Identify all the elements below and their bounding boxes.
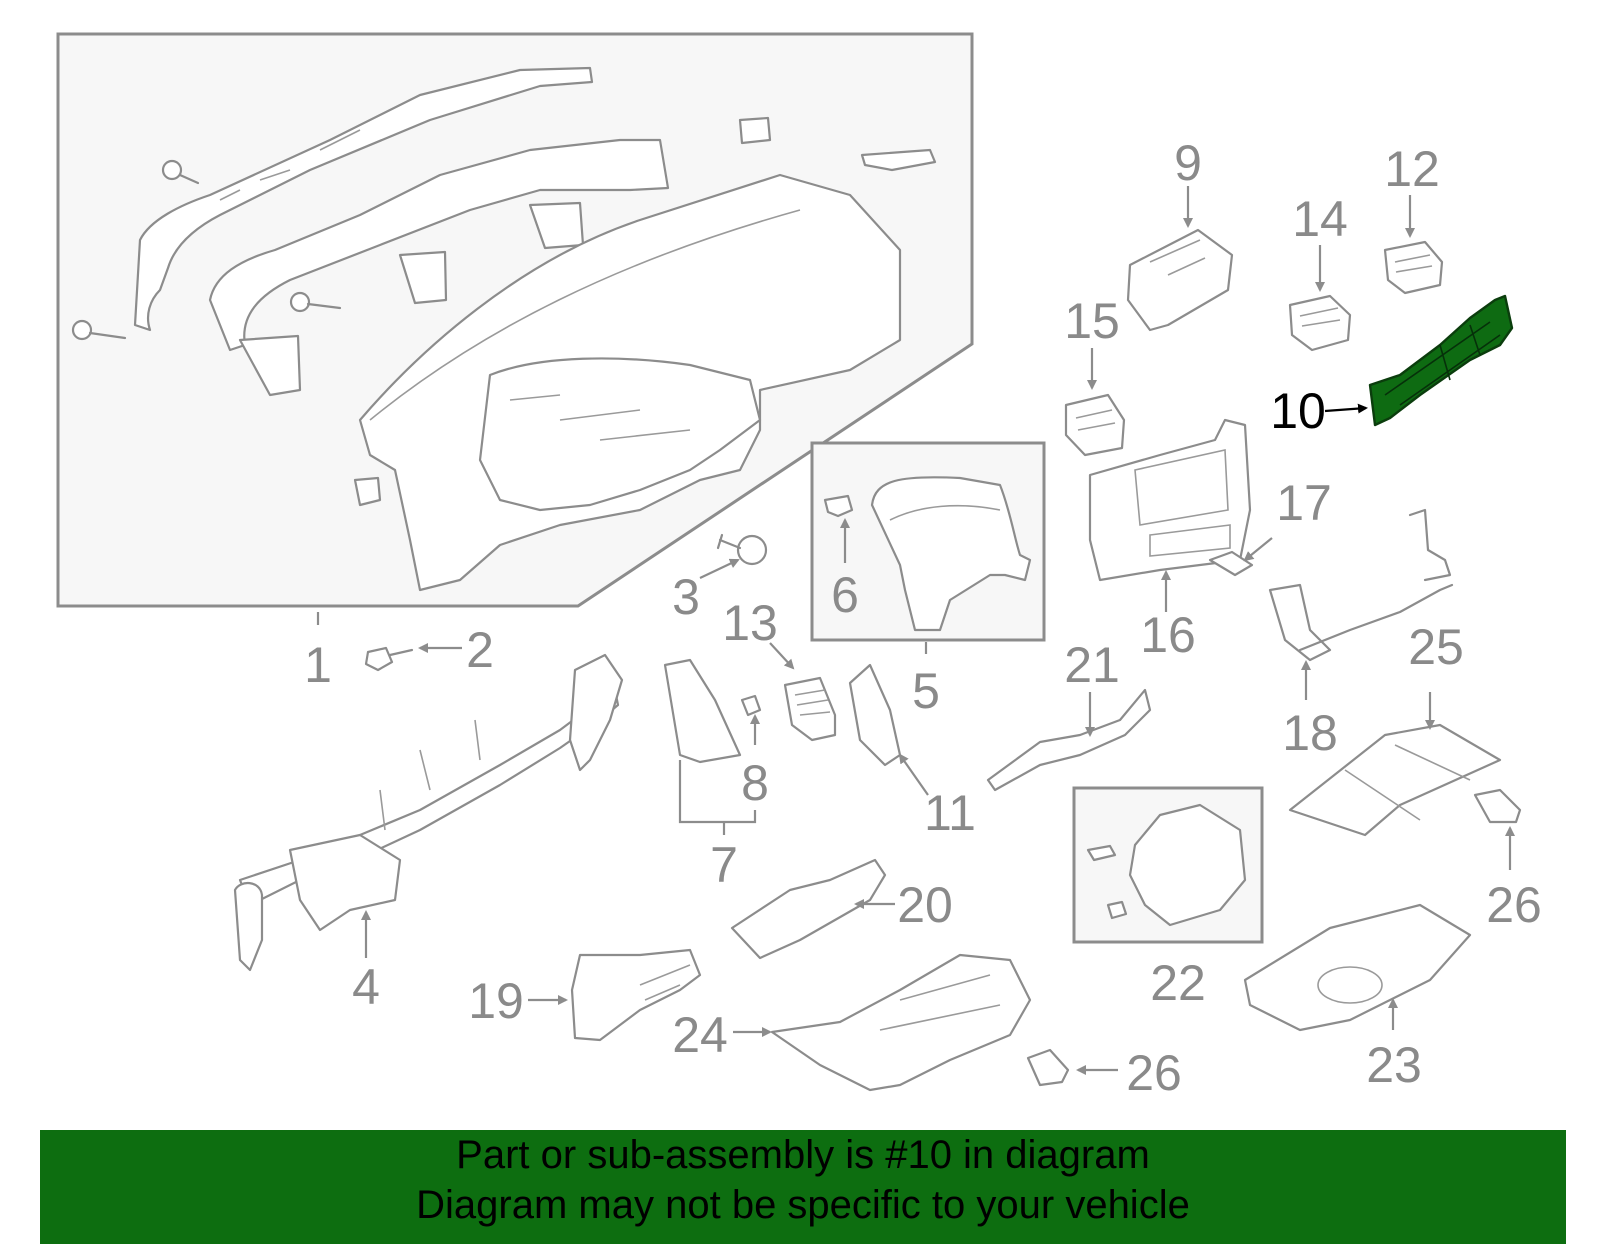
callout-3: 3 — [672, 569, 700, 625]
banner-line-2: Diagram may not be specific to your vehi… — [416, 1183, 1190, 1227]
callout-12: 12 — [1384, 141, 1440, 197]
vent-bezel-part-11 — [848, 663, 902, 767]
vent-part-13 — [783, 676, 837, 742]
callout-1: 1 — [304, 637, 332, 693]
callout-25: 25 — [1408, 619, 1464, 675]
callout-4: 4 — [352, 959, 380, 1015]
trim-part-21 — [986, 688, 1152, 792]
callout-26b: 26 — [1126, 1045, 1182, 1101]
callout-5: 5 — [912, 663, 940, 719]
duct-part-20 — [730, 858, 887, 960]
floor-tray-part-23 — [1243, 903, 1472, 1032]
callout-24: 24 — [672, 1007, 728, 1063]
cross-car-beam-part — [233, 653, 624, 972]
vent-part-12 — [1383, 240, 1444, 295]
callout-11: 11 — [924, 785, 976, 841]
vent-part-15 — [1064, 393, 1126, 457]
bolt-part-2 — [364, 646, 414, 672]
instrument-panel-part — [71, 66, 937, 592]
side-panel-part-7 — [663, 658, 742, 764]
callout-14: 14 — [1292, 191, 1348, 247]
pad-part-26a — [1473, 788, 1522, 824]
knee-panel-part-19 — [570, 948, 702, 1042]
panel-part-25 — [1288, 723, 1502, 837]
clip-part-6 — [823, 494, 854, 518]
callout-6: 6 — [831, 567, 859, 623]
highlighted-part-10 — [1368, 294, 1514, 427]
bracket-part-17 — [1208, 550, 1254, 577]
callout-22: 22 — [1150, 955, 1206, 1011]
under-cover-part-24 — [770, 953, 1032, 1092]
cluster-bezel-part — [870, 476, 1032, 632]
banner-line-1: Part or sub-assembly is #10 in diagram — [456, 1133, 1150, 1177]
info-banner: Part or sub-assembly is #10 in diagram D… — [40, 1130, 1566, 1244]
callout-16: 16 — [1140, 607, 1196, 663]
callout-9: 9 — [1174, 135, 1202, 191]
console-part-22 — [1086, 803, 1247, 927]
vent-part-14 — [1288, 294, 1352, 352]
clip-part-8 — [740, 694, 762, 717]
bracket-part-18 — [1268, 508, 1454, 662]
center-bezel-part-16 — [1088, 418, 1252, 582]
callout-18: 18 — [1282, 705, 1338, 761]
callout-2: 2 — [466, 622, 494, 678]
pad-part-26b — [1026, 1048, 1070, 1087]
callout-7: 7 — [710, 837, 738, 893]
callout-10: 10 — [1270, 383, 1326, 439]
callout-26a: 26 — [1486, 877, 1542, 933]
switch-part-9 — [1126, 228, 1234, 332]
callout-8: 8 — [741, 755, 769, 811]
clip-part-3 — [716, 533, 768, 566]
callout-20: 20 — [897, 877, 953, 933]
callout-13: 13 — [722, 595, 778, 651]
callout-17: 17 — [1276, 475, 1332, 531]
callout-21: 21 — [1064, 637, 1120, 693]
callout-23: 23 — [1366, 1037, 1422, 1093]
callout-19: 19 — [468, 973, 524, 1029]
callout-15: 15 — [1064, 293, 1120, 349]
